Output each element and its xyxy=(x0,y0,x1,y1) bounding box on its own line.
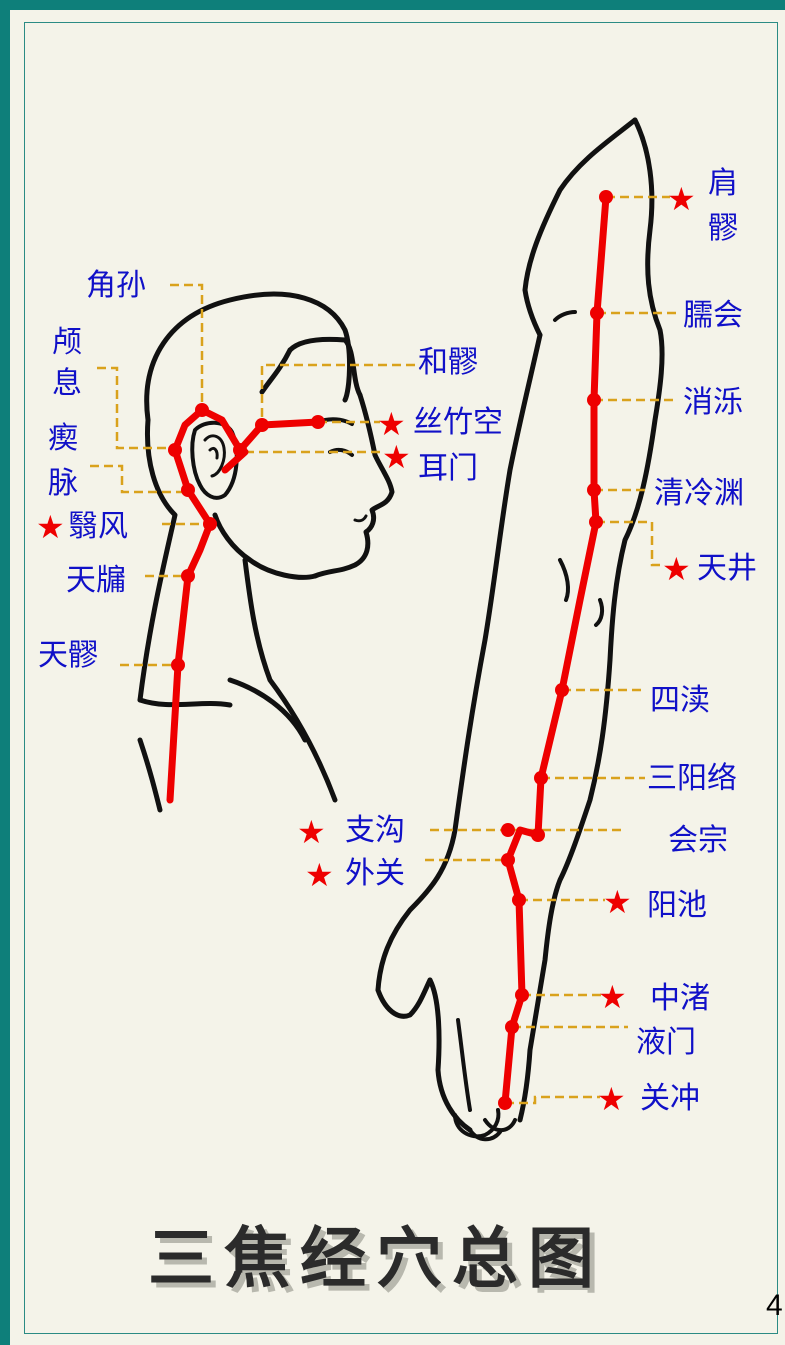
label-xiaoluo: 消泺 xyxy=(683,385,743,420)
label-tianliao-head: 天髎 xyxy=(38,638,98,673)
acupoint-dot xyxy=(203,517,217,531)
acupoint-dot xyxy=(531,828,545,842)
acupoint-dot xyxy=(501,823,515,837)
label-zhongzhu: 中渚 xyxy=(650,981,710,1016)
label-yangchi: 阳池 xyxy=(647,888,707,923)
diagram-title: 三焦经穴总图 xyxy=(148,1220,604,1297)
label-waiguan: 外关 xyxy=(345,856,405,891)
tianjing-star-icon: ★ xyxy=(662,550,691,588)
figure-outline xyxy=(137,117,665,1142)
frame-left-bar xyxy=(0,0,10,1345)
label-yifeng: 翳风 xyxy=(68,509,128,544)
yifeng-star-icon: ★ xyxy=(36,508,65,546)
yangchi-star-icon: ★ xyxy=(603,883,632,921)
acupoint-dot xyxy=(599,190,613,204)
acupoint-dot xyxy=(233,443,247,457)
acupoint-dot xyxy=(181,569,195,583)
label-heliao: 和髎 xyxy=(418,345,478,380)
zhongzhu-star-icon: ★ xyxy=(598,978,627,1016)
acupoint-dot xyxy=(171,658,185,672)
acupoint-dot xyxy=(181,483,195,497)
label-guanchong: 关冲 xyxy=(640,1081,700,1116)
acupoint-dot xyxy=(498,1096,512,1110)
acupoint-dot xyxy=(505,1020,519,1034)
label-sidu: 四渎 xyxy=(650,683,710,718)
acupoint-dot xyxy=(534,771,548,785)
label-chimai-1: 瘈 xyxy=(48,421,78,456)
label-jianliao-2: 髎 xyxy=(708,211,738,246)
label-ermen: 耳门 xyxy=(418,451,478,486)
waiguan-star-icon: ★ xyxy=(305,856,334,894)
label-huizong: 会宗 xyxy=(668,823,728,858)
acupoint-dot xyxy=(255,418,269,432)
guanchong-star-icon: ★ xyxy=(597,1080,626,1118)
label-sanyangluo: 三阳络 xyxy=(647,761,737,796)
label-luxi-1: 颅 xyxy=(52,325,82,360)
inner-border xyxy=(24,22,778,1334)
label-tianyou: 天牖 xyxy=(66,563,126,598)
label-luxi-2: 息 xyxy=(52,366,82,401)
label-yemen: 液门 xyxy=(636,1025,696,1060)
label-jianliao-1: 肩 xyxy=(708,166,738,201)
label-jiaosun: 角孙 xyxy=(86,268,146,303)
label-naohui: 臑会 xyxy=(683,298,743,333)
frame-top-bar xyxy=(0,0,785,10)
page-number: 4 xyxy=(766,1289,783,1322)
acupoint-dot xyxy=(587,483,601,497)
label-chimai-2: 脉 xyxy=(48,466,78,501)
acupoint-dot xyxy=(515,988,529,1002)
head-labels: 角孙 颅 息 瘈 脉 翳风 天牖 天髎 和髎 丝竹空 耳门 xyxy=(38,268,503,673)
label-sizhukong: 丝竹空 xyxy=(413,405,503,440)
ermen-star-icon: ★ xyxy=(382,438,411,476)
acupoint-dot xyxy=(512,893,526,907)
label-tianjing: 天井 xyxy=(697,551,757,586)
sizhukong-star-icon: ★ xyxy=(377,405,406,443)
title-shadow: 三焦经穴总图 xyxy=(153,1225,609,1302)
acupoint-dot xyxy=(587,393,601,407)
acupoint-dot xyxy=(195,403,209,417)
acupoint-dot xyxy=(590,306,604,320)
key-point-stars: ★ ★ ★ ★ ★ ★ ★ ★ ★ ★ xyxy=(36,180,696,1118)
arm-labels: 肩 髎 臑会 消泺 清冷渊 天井 四渎 三阳络 支沟 会宗 外关 阳池 中渚 液… xyxy=(345,166,757,1116)
acupoint-dot xyxy=(589,515,603,529)
acupoint-dots xyxy=(168,190,613,1110)
label-qinglengyuan: 清冷渊 xyxy=(654,476,744,511)
label-zhigou: 支沟 xyxy=(345,813,405,848)
acupoint-dot xyxy=(311,415,325,429)
acupoint-dot xyxy=(555,683,569,697)
zhigou-star-icon: ★ xyxy=(297,813,326,851)
leader-lines xyxy=(90,195,677,1105)
acupoint-dot xyxy=(501,853,515,867)
jianliao-star-icon: ★ xyxy=(667,180,696,218)
acupoint-dot xyxy=(168,443,182,457)
